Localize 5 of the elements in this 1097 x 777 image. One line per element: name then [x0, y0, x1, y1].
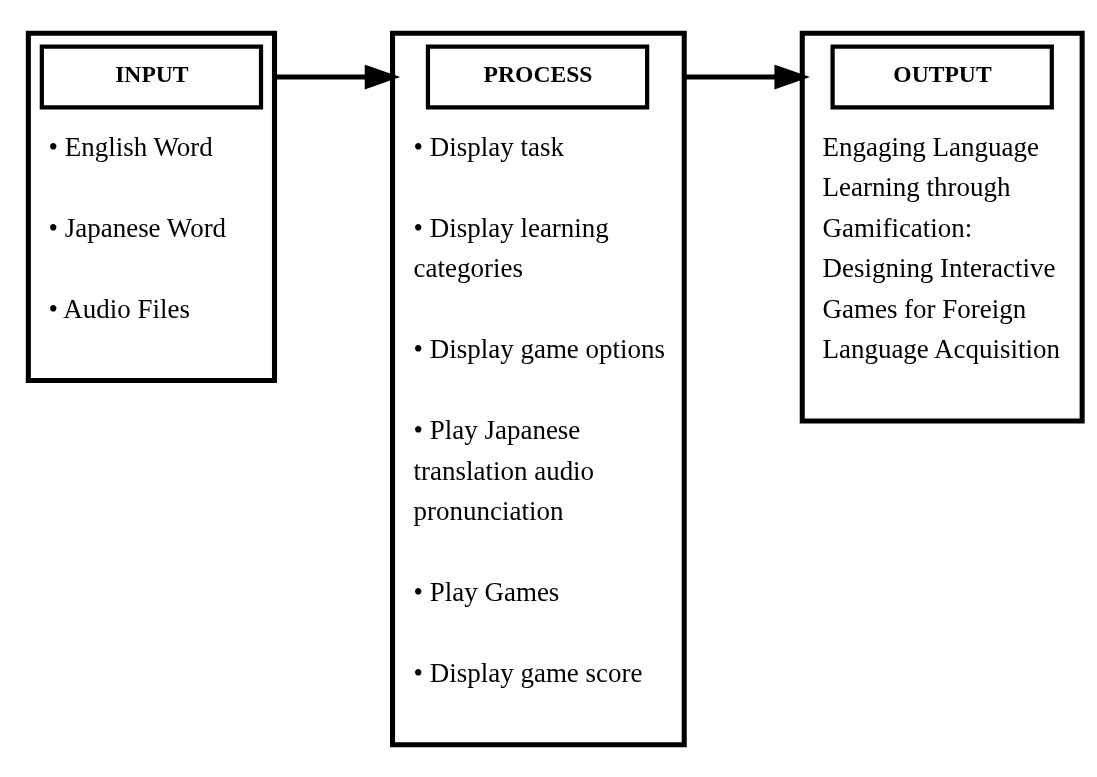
node-box: PROCESS	[425, 44, 650, 110]
arrow	[274, 64, 401, 89]
node-box: INPUT	[39, 44, 264, 110]
node-box: OUTPUT	[830, 44, 1054, 110]
arrow	[684, 64, 810, 89]
